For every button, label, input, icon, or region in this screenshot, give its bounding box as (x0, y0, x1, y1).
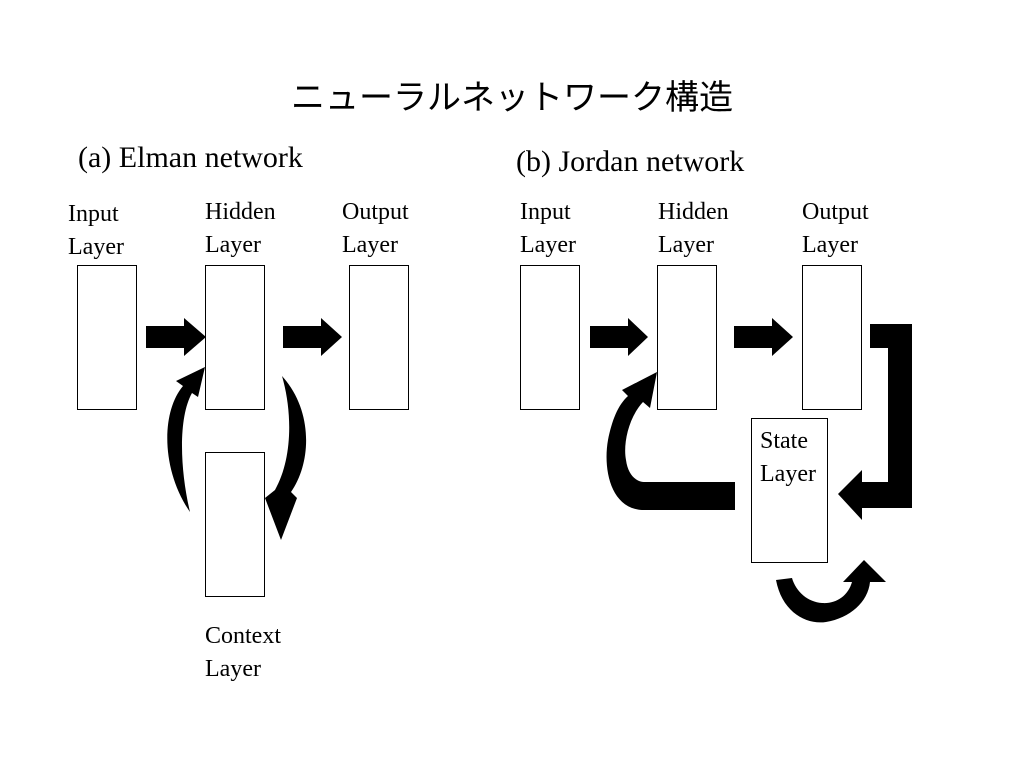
elman-context-to-hidden-arrow (167, 367, 205, 512)
elman-hidden-to-context-arrow (265, 376, 307, 540)
jordan-state-layer-box: State Layer (751, 418, 828, 563)
jordan-state-label-line1: State (760, 428, 808, 454)
elman-output-label-line1: Output (342, 199, 409, 225)
jordan-hidden-label-line1: Hidden (658, 199, 729, 225)
jordan-output-label-line2: Layer (802, 232, 858, 258)
jordan-input-label: Input Layer (520, 196, 576, 262)
jordan-state-label: State Layer (760, 425, 816, 491)
elman-input-label-line1: Input (68, 201, 119, 227)
jordan-heading: (b) Jordan network (516, 145, 745, 178)
elman-heading: (a) Elman network (78, 141, 303, 174)
jordan-hidden-layer-box (657, 265, 717, 410)
jordan-output-layer-box (802, 265, 862, 410)
elman-output-label: Output Layer (342, 196, 409, 262)
jordan-output-label-line1: Output (802, 199, 869, 225)
elman-context-layer-box (205, 452, 265, 597)
jordan-input-layer-box (520, 265, 580, 410)
elman-output-layer-box (349, 265, 409, 410)
jordan-hidden-label: Hidden Layer (658, 196, 729, 262)
elman-input-layer-box (77, 265, 137, 410)
jordan-input-label-line1: Input (520, 199, 571, 225)
jordan-input-to-hidden-arrow (590, 318, 648, 356)
jordan-hidden-label-line2: Layer (658, 232, 714, 258)
jordan-output-to-state-arrow (838, 324, 912, 520)
elman-input-label-line2: Layer (68, 234, 124, 260)
jordan-state-label-line2: Layer (760, 461, 816, 487)
elman-input-to-hidden-arrow (146, 318, 206, 356)
elman-hidden-label-line1: Hidden (205, 199, 276, 225)
jordan-state-to-hidden-arrow (606, 372, 735, 510)
jordan-input-label-line2: Layer (520, 232, 576, 258)
elman-hidden-label-line2: Layer (205, 232, 261, 258)
jordan-state-loop-arrow (776, 560, 886, 623)
jordan-output-label: Output Layer (802, 196, 869, 262)
elman-hidden-layer-box (205, 265, 265, 410)
elman-hidden-label: Hidden Layer (205, 196, 276, 262)
elman-output-label-line2: Layer (342, 232, 398, 258)
elman-context-label-line2: Layer (205, 656, 261, 682)
elman-input-label: Input Layer (68, 198, 124, 264)
elman-context-label: Context Layer (205, 620, 281, 686)
slide-title: ニューラルネットワーク構造 (291, 78, 733, 118)
elman-hidden-to-output-arrow (283, 318, 342, 356)
elman-context-label-line1: Context (205, 623, 281, 649)
jordan-hidden-to-output-arrow (734, 318, 793, 356)
